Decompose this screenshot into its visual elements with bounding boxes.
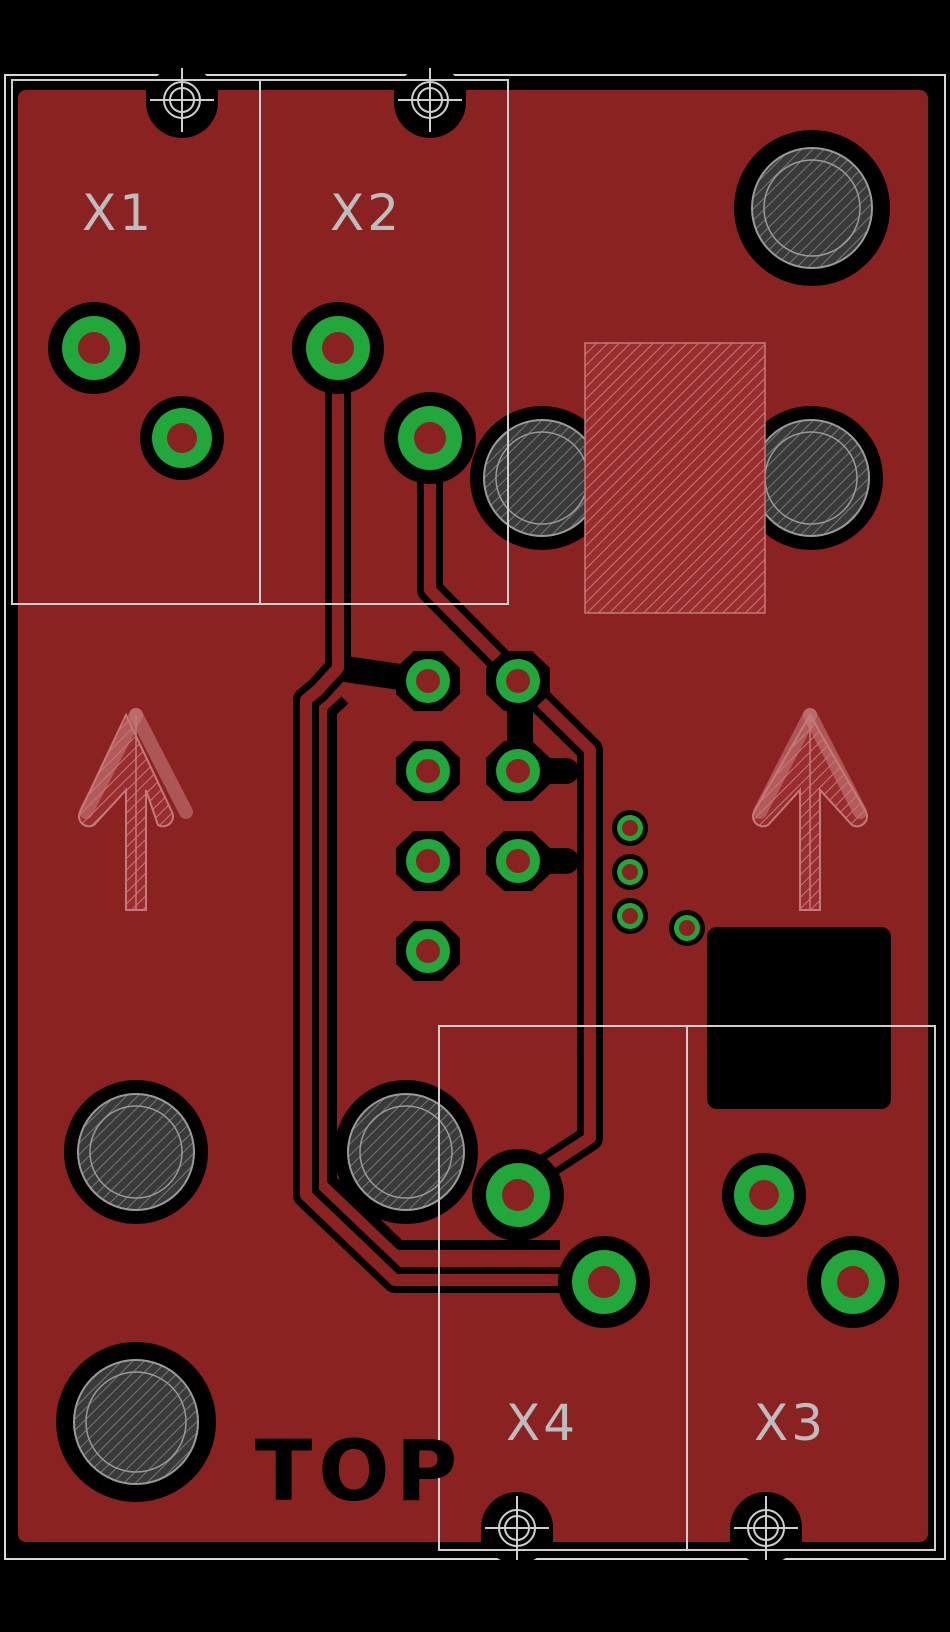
connector-label-x1: X1 (82, 184, 154, 242)
board-outline (4, 74, 946, 1560)
connector-label-x2: X2 (330, 184, 402, 242)
through-hole-pads (48, 302, 899, 1328)
header-pads (396, 651, 550, 981)
connector-label-x4: X4 (506, 1394, 578, 1452)
smd-pad (707, 927, 891, 1109)
up-arrow-icon (752, 708, 868, 911)
connector-outlines (11, 79, 936, 1551)
side-label: TOP (255, 1422, 463, 1520)
vias (612, 810, 705, 946)
up-arrow-icon (78, 708, 193, 911)
mounting-holes (56, 130, 890, 1502)
keepout-area (584, 342, 766, 614)
connector-label-x3: X3 (754, 1394, 826, 1452)
notch-holes (150, 68, 798, 1560)
